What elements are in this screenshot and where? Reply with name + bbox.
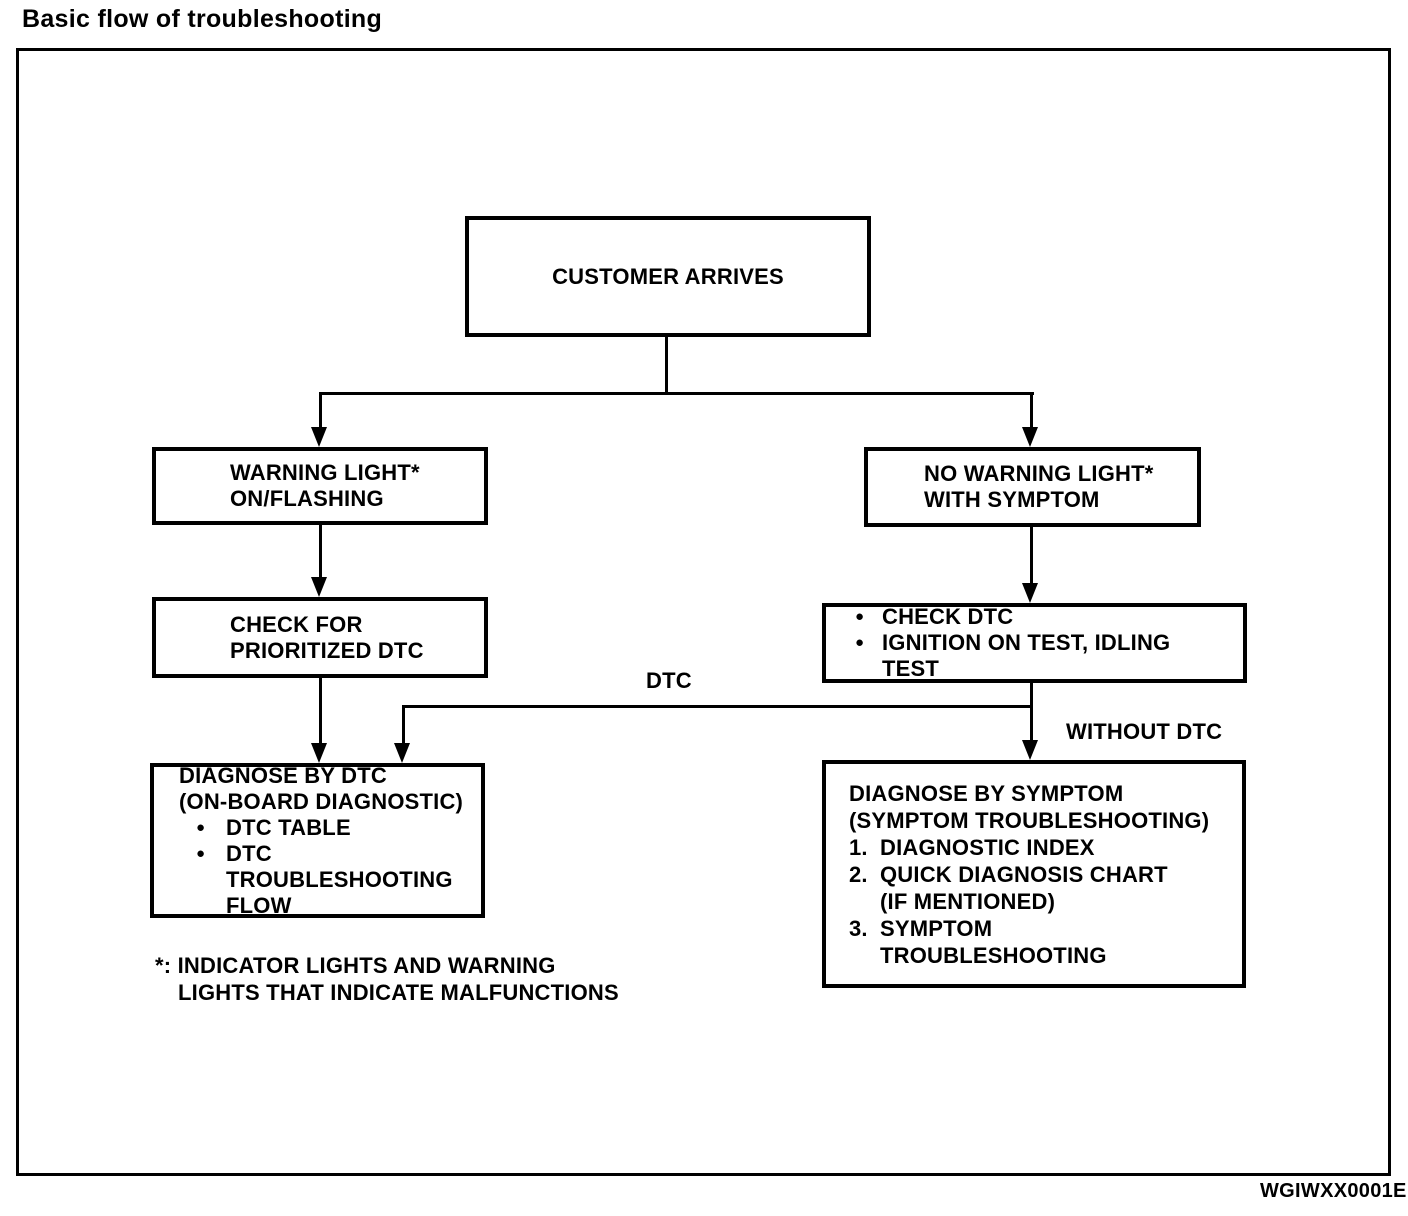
edge-label-dtc: DTC [646,668,692,693]
arrowhead-icon [311,743,327,763]
arrowhead-icon [311,577,327,597]
flow-node-label: CHECK FOR PRIORITIZED DTC [230,611,424,663]
flow-node-check-prioritized-dtc: CHECK FOR PRIORITIZED DTC [152,597,488,678]
numbered-item-label: QUICK DIAGNOSIS CHART (IF MENTIONED) [880,861,1168,914]
connector-line [319,525,322,578]
connector-line [1030,395,1033,428]
flow-node-warning-light: WARNING LIGHT* ON/FLASHING [152,447,488,525]
flow-node-diagnose-by-dtc: DIAGNOSE BY DTC (ON-BOARD DIAGNOSTIC) ● … [150,763,485,918]
page-title: Basic flow of troubleshooting [22,5,383,33]
figure-code: WGIWXX0001E [1260,1180,1407,1202]
flow-node-no-warning-light: NO WARNING LIGHT* WITH SYMPTOM [864,447,1201,527]
bullet-item: ● IGNITION ON TEST, IDLING TEST [855,630,1243,682]
bullet-item-label: DTC TROUBLESHOOTING FLOW [226,840,453,918]
flow-node-heading: DIAGNOSE BY DTC (ON-BOARD DIAGNOSTIC) [179,762,464,814]
connector-line [1030,527,1033,584]
connector-line [665,337,668,392]
connector-line [402,708,405,744]
bullet-icon: ● [855,608,865,625]
item-number: 2. [849,861,868,887]
flow-node-label: NO WARNING LIGHT* WITH SYMPTOM [924,461,1154,512]
numbered-item: 3. SYMPTOM TROUBLESHOOTING [849,915,1242,969]
connector-line [1030,683,1033,708]
arrowhead-icon [1022,427,1038,447]
bullet-icon: ● [855,634,865,651]
connector-line [319,392,1034,395]
flow-node-diagnose-by-symptom: DIAGNOSE BY SYMPTOM (SYMPTOM TROUBLESHOO… [822,760,1246,988]
edge-label-without-dtc: WITHOUT DTC [1066,719,1223,744]
numbered-item-label: DIAGNOSTIC INDEX [880,834,1095,860]
connector-line [319,395,322,428]
bullet-item-label: IGNITION ON TEST, IDLING TEST [882,630,1171,681]
item-number: 1. [849,834,868,860]
arrowhead-icon [394,743,410,763]
connector-line [1030,708,1033,741]
numbered-item-label: SYMPTOM TROUBLESHOOTING [880,915,1107,968]
numbered-item: 1. DIAGNOSTIC INDEX [849,834,1242,861]
flow-node-label: WARNING LIGHT* ON/FLASHING [230,460,420,511]
arrowhead-icon [1022,740,1038,760]
flow-node-customer-arrives: CUSTOMER ARRIVES [465,216,871,337]
bullet-icon: ● [196,818,206,836]
bullet-icon: ● [196,844,206,862]
connector-line [319,678,322,744]
footnote: *: INDICATOR LIGHTS AND WARNING LIGHTS T… [155,953,619,1005]
flow-node-label: CUSTOMER ARRIVES [552,263,784,289]
arrowhead-icon [311,427,327,447]
flow-node-heading: DIAGNOSE BY SYMPTOM (SYMPTOM TROUBLESHOO… [849,780,1210,833]
item-number: 3. [849,915,868,941]
bullet-item-label: DTC TABLE [226,814,351,840]
connector-line [402,705,1033,708]
numbered-item: 2. QUICK DIAGNOSIS CHART (IF MENTIONED) [849,861,1242,915]
arrowhead-icon [1022,583,1038,603]
flow-node-check-dtc-tests: ● CHECK DTC ● IGNITION ON TEST, IDLING T… [822,603,1247,683]
bullet-item: ● DTC TROUBLESHOOTING FLOW [179,841,481,919]
bullet-item: ● DTC TABLE [179,815,481,841]
bullet-item-label: CHECK DTC [882,604,1014,629]
bullet-item: ● CHECK DTC [855,604,1243,630]
